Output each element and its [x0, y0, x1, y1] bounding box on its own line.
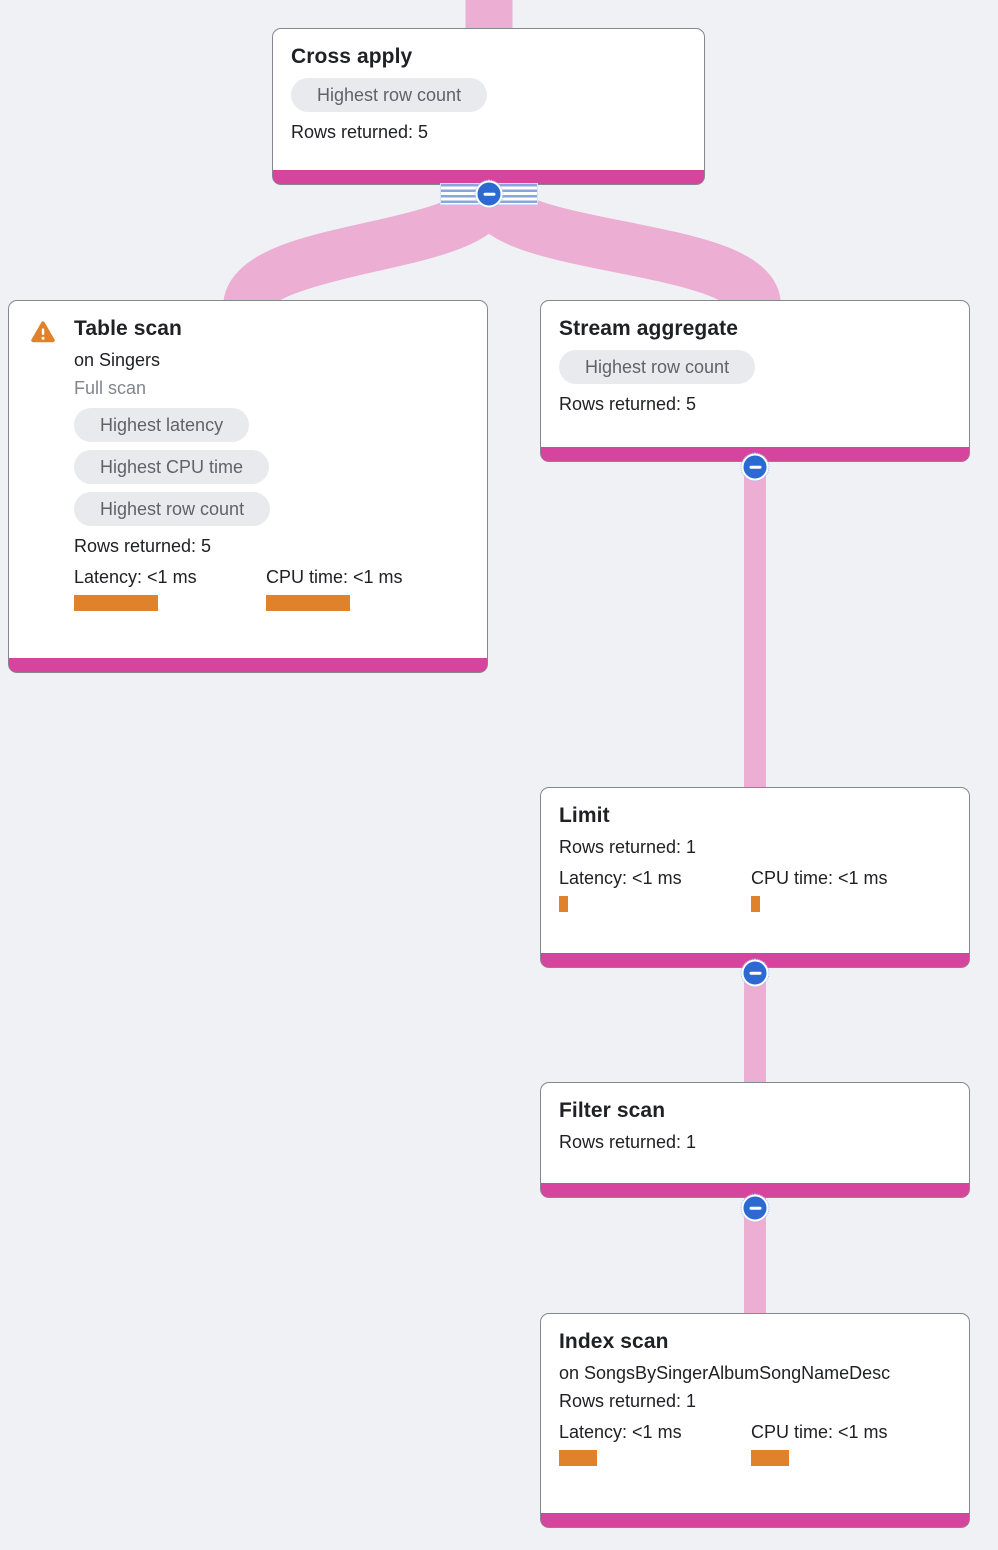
minus-icon: [749, 971, 761, 975]
minus-icon: [749, 465, 761, 469]
node-subtitle: on SongsBySingerAlbumSongNameDesc: [559, 1363, 891, 1383]
cpu-time-label: CPU time: <1 ms: [266, 567, 403, 587]
collapse-button-cross-apply[interactable]: [474, 179, 504, 209]
metrics-row: Latency: <1 ms CPU time: <1 ms: [74, 567, 469, 611]
node-limit[interactable]: Limit Rows returned: 1 Latency: <1 ms CP…: [540, 787, 970, 968]
node-table-scan[interactable]: Table scan on Singers Full scan Highest …: [8, 300, 488, 673]
badge-highest-cpu-time: Highest CPU time: [74, 450, 270, 484]
node-title: Table scan: [74, 317, 182, 340]
rows-returned: Rows returned: 1: [559, 1391, 697, 1411]
node-accent-bar: [9, 658, 487, 672]
minus-icon: [749, 1206, 761, 1210]
latency-label: Latency: <1 ms: [559, 868, 682, 888]
cpu-time-metric: CPU time: <1 ms: [751, 868, 943, 912]
node-subtitle: on Singers: [74, 350, 161, 370]
latency-metric: Latency: <1 ms: [74, 567, 266, 611]
edge-cross-apply-to-stream-aggregate: [463, 183, 781, 312]
badge-highest-row-count: Highest row count: [559, 350, 756, 384]
metrics-row: Latency: <1 ms CPU time: <1 ms: [559, 868, 951, 912]
latency-bar: [559, 1450, 597, 1466]
rows-returned: Rows returned: 5: [559, 394, 697, 414]
node-cross-apply[interactable]: Cross apply Highest row count Rows retur…: [272, 28, 705, 185]
node-accent-bar: [541, 1513, 969, 1527]
cpu-time-label: CPU time: <1 ms: [751, 868, 888, 888]
badge-highest-latency: Highest latency: [74, 408, 250, 442]
latency-metric: Latency: <1 ms: [559, 1422, 751, 1466]
node-index-scan[interactable]: Index scan on SongsBySingerAlbumSongName…: [540, 1313, 970, 1528]
node-title: Index scan: [559, 1330, 669, 1353]
edge-cross-apply-to-table-scan: [223, 185, 514, 313]
latency-bar: [74, 595, 158, 611]
latency-bar: [559, 896, 568, 912]
node-accent-bar: [273, 170, 704, 184]
rows-returned: Rows returned: 5: [74, 536, 212, 556]
collapse-button-filter-scan[interactable]: [740, 1193, 770, 1223]
node-note: Full scan: [74, 378, 147, 398]
rows-returned: Rows returned: 1: [559, 1132, 697, 1152]
node-title: Cross apply: [291, 45, 413, 68]
cpu-time-label: CPU time: <1 ms: [751, 1422, 888, 1442]
node-title: Filter scan: [559, 1099, 666, 1122]
latency-label: Latency: <1 ms: [559, 1422, 682, 1442]
collapse-button-limit[interactable]: [740, 958, 770, 988]
cpu-time-metric: CPU time: <1 ms: [266, 567, 458, 611]
node-filter-scan[interactable]: Filter scan Rows returned: 1: [540, 1082, 970, 1198]
warning-icon: [30, 320, 56, 344]
node-stream-aggregate[interactable]: Stream aggregate Highest row count Rows …: [540, 300, 970, 462]
latency-metric: Latency: <1 ms: [559, 868, 751, 912]
minus-icon: [483, 192, 495, 196]
collapse-button-stream-aggregate[interactable]: [740, 452, 770, 482]
cpu-time-metric: CPU time: <1 ms: [751, 1422, 943, 1466]
metrics-row: Latency: <1 ms CPU time: <1 ms: [559, 1422, 951, 1466]
cpu-time-bar: [751, 1450, 789, 1466]
cpu-time-bar: [751, 896, 760, 912]
cpu-time-bar: [266, 595, 350, 611]
badge-highest-row-count: Highest row count: [74, 492, 271, 526]
node-accent-bar: [541, 1183, 969, 1197]
node-title: Limit: [559, 804, 610, 827]
rows-returned: Rows returned: 1: [559, 837, 697, 857]
badge-highest-row-count: Highest row count: [291, 78, 488, 112]
rows-returned: Rows returned: 5: [291, 122, 429, 142]
node-title: Stream aggregate: [559, 317, 739, 340]
latency-label: Latency: <1 ms: [74, 567, 197, 587]
